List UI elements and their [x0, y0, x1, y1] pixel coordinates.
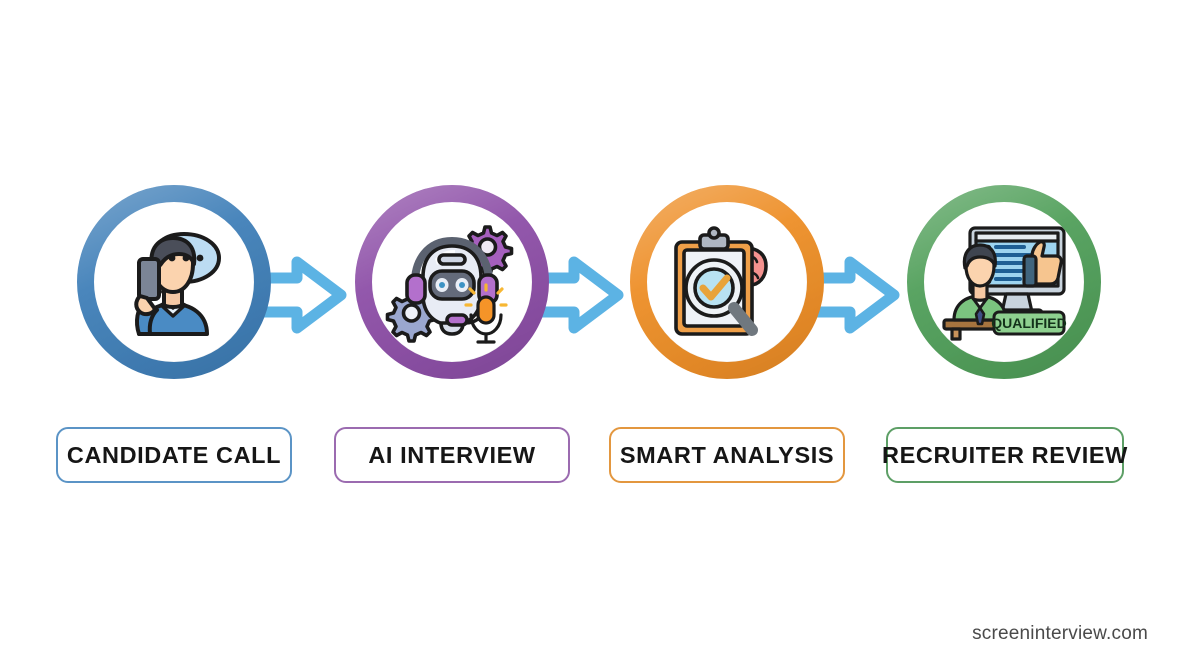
step-label-text-1: CANDIDATE CALL [66, 441, 282, 468]
flow-step-ai-interview[interactable] [332, 185, 572, 379]
step-label-text-4: RECRUITER REVIEW [882, 441, 1128, 468]
step-label-text-3: SMART ANALYSIS [619, 441, 835, 468]
ai-interview-icon [372, 202, 532, 362]
candidate-call-icon [94, 202, 254, 362]
flow-step-smart-analysis[interactable] [607, 185, 847, 379]
smart-analysis-icon [647, 202, 807, 362]
flow-step-recruiter-review[interactable]: QUALIFIED [884, 185, 1124, 379]
flow-step-candidate-call[interactable] [54, 185, 294, 379]
step-label-text-2: AI INTERVIEW [368, 441, 536, 468]
step-circle-3 [630, 185, 824, 379]
recruiter-review-icon: QUALIFIED [924, 202, 1084, 362]
step-label-candidate-call[interactable]: CANDIDATE CALL [56, 427, 292, 483]
qualified-badge-text: QUALIFIED [991, 315, 1066, 331]
step-label-smart-analysis[interactable]: SMART ANALYSIS [609, 427, 845, 483]
step-label-ai-interview[interactable]: AI INTERVIEW [334, 427, 570, 483]
step-label-recruiter-review[interactable]: RECRUITER REVIEW [882, 427, 1127, 483]
step-circle-1 [77, 185, 271, 379]
site-watermark: screeninterview.com [972, 623, 1148, 644]
step-circle-4: QUALIFIED [907, 185, 1101, 379]
step-circle-2 [355, 185, 549, 379]
